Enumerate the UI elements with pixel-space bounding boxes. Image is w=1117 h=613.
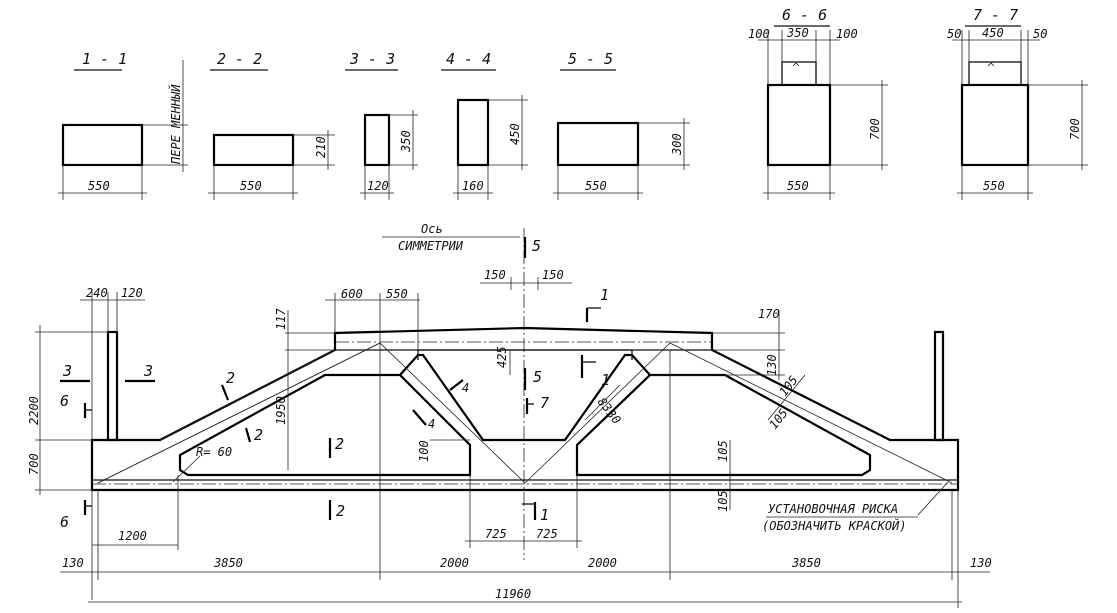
cut-label-4-lower: 4 [428,417,435,431]
section-5-5: 5 - 5 550 300 [553,50,690,200]
dim-bottom-130-left: 130 [62,556,84,570]
section-7-7: 7 - 7 50 450 50 550 700 [947,6,1088,200]
note-line2: (ОБОЗНАЧИТЬ КРАСКОЙ) [762,518,907,533]
note-line1: УСТАНОВОЧНАЯ РИСКА [768,502,898,516]
section-4-4-height: 450 [508,123,522,145]
section-2-2-height: 210 [314,136,328,158]
dim-130: 130 [765,354,779,376]
section-title-3-3: 3 - 3 [349,50,395,68]
section-5-5-height: 300 [670,133,684,156]
dim-240: 240 [86,286,108,300]
section-4-4-width: 160 [462,179,484,193]
dim-105-lower: 105 [716,490,730,512]
cut-label-5-mid: 5 [533,368,542,386]
cut-label-6-lower: 6 [60,513,69,531]
section-3-3-height: 350 [399,130,413,153]
dim-170: 170 [758,307,780,321]
section-2-2: 2 - 2 550 210 [208,50,335,200]
installation-mark-note: УСТАНОВОЧНАЯ РИСКА (ОБОЗНАЧИТЬ КРАСКОЙ) [762,481,949,533]
dim-1950: 1950 [274,396,288,425]
cut-label-1-mid: 1 [601,371,610,389]
section-6-6: 6 - 6 100 350 100 550 700 [748,6,888,200]
cut-label-2-bottom: 2 [336,502,345,520]
dim-bottom-130-right: 130 [970,556,992,570]
dim-550: 550 [386,287,408,301]
cut-label-3-left: 3 [62,362,72,380]
dim-120-top: 120 [121,286,143,300]
dim-150-right: 150 [542,268,564,282]
section-6-6-top-left: 100 [748,27,770,41]
section-4-4: 4 - 4 160 450 [441,50,528,200]
section-6-6-top-right: 100 [836,27,858,41]
section-title-1-1: 1 - 1 [82,50,127,68]
section-2-2-width: 550 [240,179,262,193]
section-title-2-2: 2 - 2 [217,50,262,68]
dim-117: 117 [274,308,288,330]
dim-total-11960: 11960 [495,587,531,601]
cut-label-2-center: 2 [335,435,344,453]
section-title-4-4: 4 - 4 [446,50,491,68]
section-5-5-width: 550 [585,179,607,193]
section-7-7-width: 550 [983,179,1005,193]
dim-425: 425 [495,346,509,368]
cut-label-6-upper: 6 [60,392,69,410]
dim-600: 600 [341,287,363,301]
section-title-7-7: 7 - 7 [973,6,1018,24]
dim-1200: 1200 [118,529,147,543]
cut-label-2-upper: 2 [226,369,235,387]
cut-marks: 1 1 1 2 2 2 2 3 3 4 4 5 5 6 [60,237,610,531]
dim-bottom-2000-right: 2000 [588,556,617,570]
section-6-6-width: 550 [787,179,809,193]
section-title-5-5: 5 - 5 [568,50,613,68]
cut-label-2-lower: 2 [254,426,263,444]
dim-bottom-3850-right: 3850 [791,556,821,570]
dim-r60: R= 60 [196,445,232,459]
dim-bottom-2000-left: 2000 [440,556,469,570]
cut-label-5-top: 5 [532,237,541,255]
axis-label-line1: Ось [421,222,443,236]
cut-label-1-top: 1 [600,286,609,304]
axis-label-line2: СИММЕТРИИ [398,239,464,253]
dim-100: 100 [417,440,431,462]
dimensions-truss: 240 120 600 550 150 150 117 1950 170 130… [27,268,992,608]
section-3-3: 3 - 3 120 350 [345,50,418,200]
dim-bottom-3850-left: 3850 [213,556,243,570]
cut-label-7: 7 [540,394,549,412]
dim-105-diag-a: 105 [776,373,800,399]
section-7-7-height: 700 [1068,118,1082,140]
cut-label-4-upper: 4 [462,381,469,395]
section-3-3-width: 120 [367,179,389,193]
section-7-7-top-mid: 450 [982,26,1004,40]
section-6-6-height: 700 [868,118,882,140]
dim-2200: 2200 [27,396,41,425]
dim-150-left: 150 [484,268,506,282]
section-7-7-top-right: 50 [1033,27,1047,41]
dim-105-upper: 105 [716,440,730,462]
section-1-1-height: ПЕРЕ МЕННЫЙ [168,84,183,165]
section-6-6-top-mid: 350 [786,26,809,40]
cut-label-3-right: 3 [143,362,153,380]
section-1-1: 1 - 1 550 ПЕРЕ МЕННЫЙ [58,50,188,200]
truss-elevation [90,326,960,492]
section-1-1-width: 550 [88,179,110,193]
section-title-6-6: 6 - 6 [782,6,827,24]
dim-725-left: 725 [485,527,507,541]
cut-label-1-bottom: 1 [540,506,549,524]
dim-700: 700 [27,453,41,475]
section-7-7-top-left: 50 [947,27,961,41]
dim-725-right: 725 [536,527,558,541]
